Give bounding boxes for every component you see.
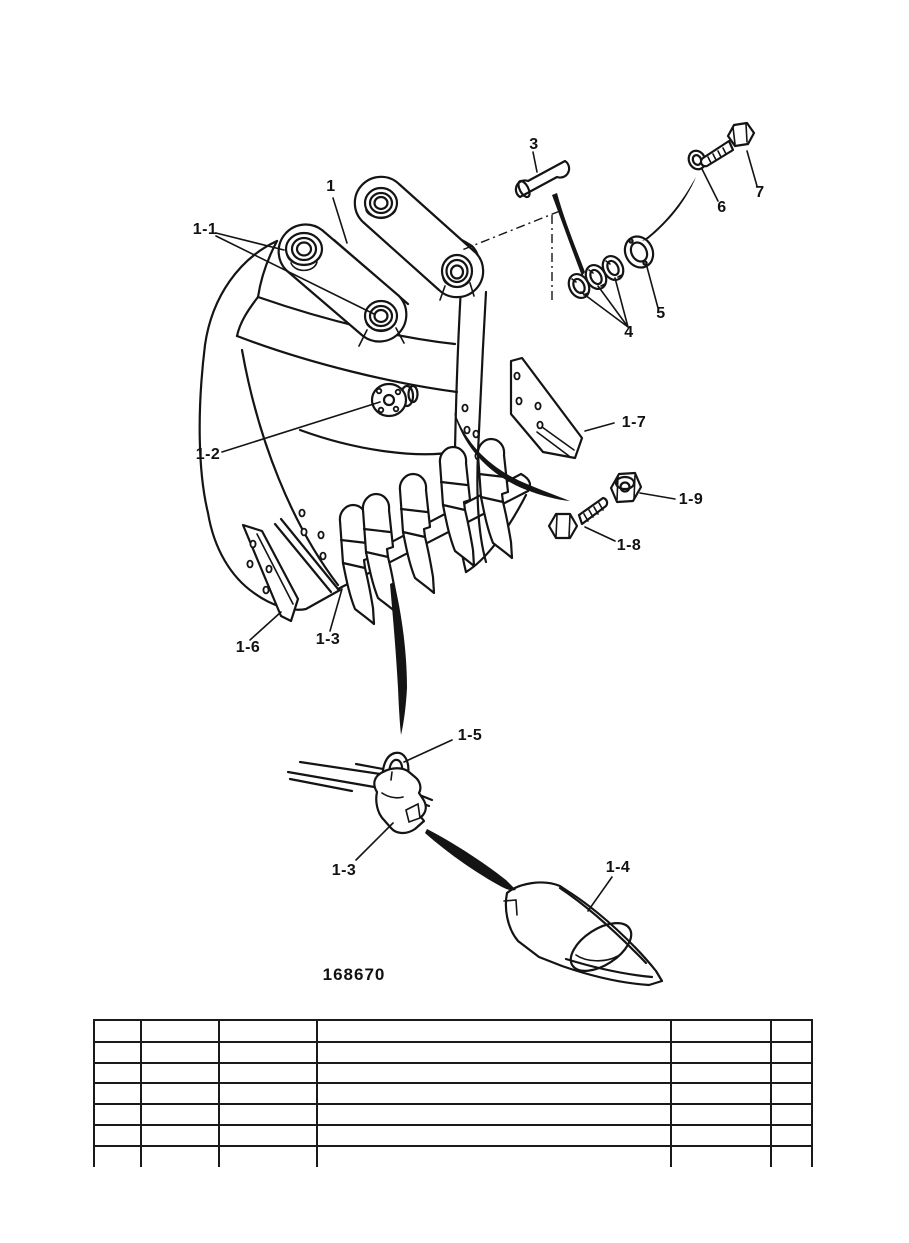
pin-3 [514, 159, 571, 199]
table-cell-r1-c4 [672, 1043, 772, 1064]
table-cell-r4-c3 [318, 1105, 672, 1126]
table-cell-r4-c5 [772, 1105, 811, 1126]
callout-1-3-upper: 1-3 [315, 631, 341, 648]
bracket-plate-1-7 [509, 356, 584, 460]
callout-1-5: 1-5 [457, 727, 483, 744]
parts-table [93, 1019, 813, 1167]
table-cell-r5-c2 [220, 1126, 318, 1147]
bucket-teeth [338, 437, 514, 626]
table-cell-r3-c4 [672, 1084, 772, 1105]
pivot-bosses [284, 186, 474, 333]
table-cell-r6-c1 [142, 1147, 220, 1167]
table-cell-r5-c1 [142, 1126, 220, 1147]
table-cell-r6-c3 [318, 1147, 672, 1167]
callout-5: 5 [656, 305, 666, 322]
callout-1-8: 1-8 [616, 537, 642, 554]
table-cell-r4-c4 [672, 1105, 772, 1126]
table-cell-r3-c2 [220, 1084, 318, 1105]
callout-6: 6 [717, 199, 727, 216]
flange-1-2 [370, 382, 419, 418]
callout-7: 7 [755, 184, 765, 201]
table-cell-r6-c4 [672, 1147, 772, 1167]
table-cell-r5-c4 [672, 1126, 772, 1147]
table-cell-r2-c4 [672, 1064, 772, 1084]
table-cell-r2-c3 [318, 1064, 672, 1084]
tooth-detail-1-3 [286, 751, 434, 835]
table-cell-r2-c5 [772, 1064, 811, 1084]
ring-5 [623, 235, 655, 269]
table-cell-r4-c2 [220, 1105, 318, 1126]
table-cell-r1-c1 [142, 1043, 220, 1064]
table-cell-r0-c0 [95, 1021, 142, 1043]
callout-1-2: 1-2 [195, 446, 221, 463]
tooth-holder-1-3 [373, 767, 427, 835]
table-cell-r3-c5 [772, 1084, 811, 1105]
callout-1-6: 1-6 [235, 639, 261, 656]
table-cell-r3-c1 [142, 1084, 220, 1105]
table-cell-r2-c2 [220, 1064, 318, 1084]
table-cell-r4-c0 [95, 1105, 142, 1126]
nut-1-9 [609, 471, 643, 504]
table-cell-r5-c5 [772, 1126, 811, 1147]
table-cell-r0-c5 [772, 1021, 811, 1043]
table-cell-r6-c2 [220, 1147, 318, 1167]
table-cell-r1-c2 [220, 1043, 318, 1064]
table-cell-r5-c3 [318, 1126, 672, 1147]
callout-1-7: 1-7 [621, 414, 647, 431]
callout-1-4: 1-4 [605, 859, 631, 876]
drawing-number: 168670 [322, 965, 386, 984]
callout-1-1: 1-1 [192, 221, 218, 238]
table-cell-r6-c5 [772, 1147, 811, 1167]
table-cell-r2-c1 [142, 1064, 220, 1084]
seal-rings-4 [567, 254, 625, 300]
callout-1-9: 1-9 [678, 491, 704, 508]
table-cell-r2-c0 [95, 1064, 142, 1084]
table-cell-r0-c1 [142, 1021, 220, 1043]
table-cell-r1-c3 [318, 1043, 672, 1064]
callout-4: 4 [624, 324, 634, 341]
leader-lines [215, 150, 758, 912]
callout-1-3-lower: 1-3 [331, 862, 357, 879]
motion-swooshes [390, 177, 696, 891]
callout-1: 1 [326, 178, 336, 195]
table-cell-r0-c3 [318, 1021, 672, 1043]
callout-3: 3 [529, 136, 539, 153]
table-cell-r0-c2 [220, 1021, 318, 1043]
bolt-1-8 [547, 496, 609, 540]
table-cell-r3-c0 [95, 1084, 142, 1105]
table-cell-r0-c4 [672, 1021, 772, 1043]
bolt-7 [699, 121, 756, 168]
table-cell-r1-c5 [772, 1043, 811, 1064]
table-cell-r1-c0 [95, 1043, 142, 1064]
table-cell-r6-c0 [95, 1147, 142, 1167]
side-cutter-1-6 [241, 523, 300, 623]
tooth-point-1-4 [503, 881, 664, 987]
table-cell-r4-c1 [142, 1105, 220, 1126]
table-cell-r5-c0 [95, 1126, 142, 1147]
table-cell-r3-c3 [318, 1084, 672, 1105]
centre-lines [461, 210, 561, 302]
